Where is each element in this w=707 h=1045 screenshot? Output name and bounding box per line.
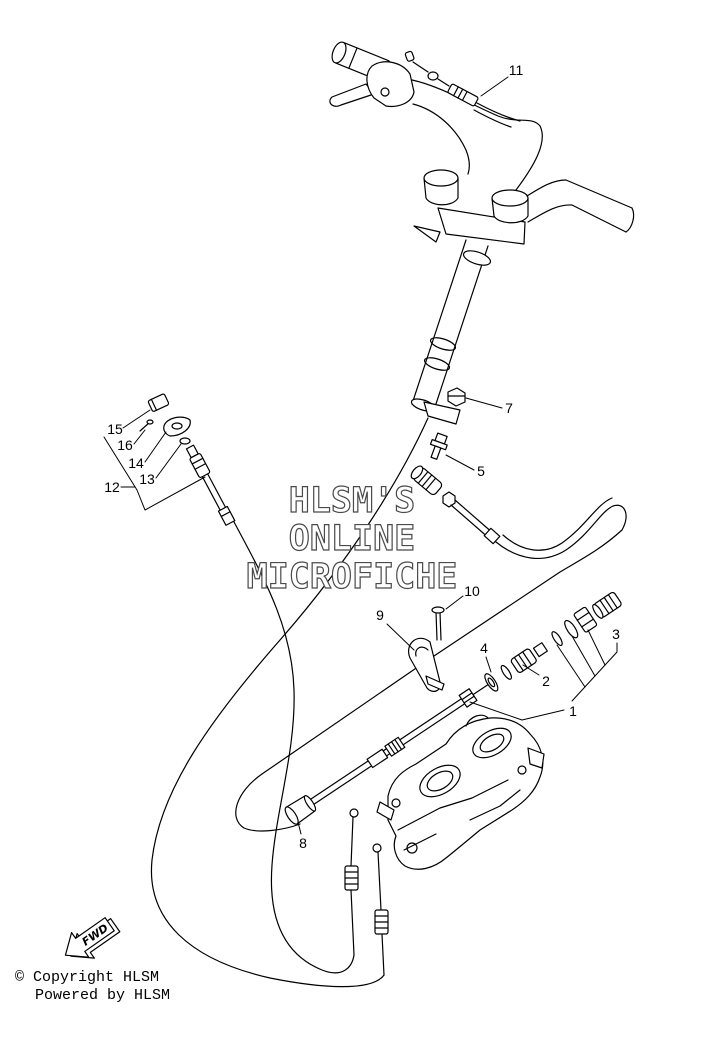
part-9-clamp — [408, 637, 445, 692]
callout-7[interactable]: 7 — [505, 400, 513, 416]
handlebar-tab — [413, 225, 441, 243]
leader-branch-ring-b — [556, 644, 586, 688]
choke-cable-assembly — [284, 591, 622, 825]
watermark-line-1: HLSM'S — [289, 481, 415, 521]
cables — [150, 417, 627, 988]
assembly-hex-nut — [573, 606, 598, 633]
callout-13[interactable]: 13 — [139, 471, 155, 487]
leader-line-12-to-cable — [136, 476, 206, 511]
column-collar-top — [462, 250, 492, 266]
leader-line-14 — [144, 431, 167, 463]
leader-line-13 — [155, 443, 182, 479]
callout-14[interactable]: 14 — [128, 455, 144, 471]
carburetor — [376, 714, 545, 870]
part-11-cable-end — [404, 50, 521, 128]
housing-screw — [380, 87, 390, 97]
watermark-line-3: MICROFICHE — [247, 557, 458, 597]
left-bar-bottom-edge — [412, 103, 470, 175]
watermark: HLSM'S ONLINE MICROFICHE — [246, 480, 458, 597]
throttle-cable-end — [410, 465, 501, 545]
column-band-lower — [423, 357, 451, 371]
callout-3[interactable]: 3 — [612, 626, 620, 642]
column-band-upper — [429, 337, 457, 351]
callout-5[interactable]: 5 — [477, 463, 485, 479]
part-16-screw — [139, 419, 154, 432]
part-3-cap — [592, 591, 622, 619]
callout-15[interactable]: 15 — [107, 421, 123, 437]
callouts: 11 7 5 15 16 14 13 12 10 9 4 3 2 1 8 — [104, 62, 620, 851]
right-bar-top-edge — [526, 179, 633, 209]
leader-branch-nut — [587, 629, 606, 666]
leader-line-4 — [485, 656, 492, 673]
handlebar — [329, 41, 635, 425]
handlebar-clamp-right — [491, 189, 529, 224]
watermark-line-2: ONLINE — [289, 519, 415, 559]
leader-line-8 — [297, 821, 302, 835]
part-14-plate — [163, 416, 191, 437]
copyright-text: © Copyright HLSM — [15, 969, 160, 986]
callout-2[interactable]: 2 — [542, 673, 550, 689]
leader-line-16 — [133, 429, 146, 445]
callout-10[interactable]: 10 — [464, 583, 480, 599]
leader-lines — [103, 76, 618, 835]
cable-hex-nut — [458, 688, 478, 708]
meter-cable-run — [232, 519, 355, 974]
callout-9[interactable]: 9 — [376, 607, 384, 623]
callout-4[interactable]: 4 — [480, 640, 488, 656]
leader-line-2 — [522, 664, 540, 676]
leader-line-15 — [122, 409, 151, 429]
callout-8[interactable]: 8 — [299, 835, 307, 851]
steering-column-right-edge — [433, 245, 489, 411]
part-7-nut — [447, 387, 466, 407]
carb-cable-end-2 — [372, 843, 389, 976]
cable-ribbed-sleeve — [384, 736, 406, 757]
leader-line-3 — [571, 642, 618, 702]
leader-line-11 — [480, 76, 509, 97]
handlebar-clamp-left — [423, 169, 459, 206]
throttle-lever — [329, 83, 375, 107]
callout-12[interactable]: 12 — [104, 479, 120, 495]
column-bracket — [423, 401, 461, 425]
cable-from-column — [150, 417, 429, 988]
callout-16[interactable]: 16 — [117, 437, 133, 453]
leader-line-1 — [469, 701, 565, 721]
right-bar-cut-end — [625, 207, 635, 233]
part-12-meter-cable — [185, 444, 236, 526]
leader-branch-ring-a — [571, 635, 596, 677]
part-8-boot — [284, 795, 317, 825]
right-bar-bottom-edge — [527, 204, 627, 233]
leader-line-5 — [445, 454, 475, 471]
part-5-fitting — [429, 432, 448, 460]
leader-line-10 — [445, 595, 464, 610]
fwd-arrow-icon: FWD — [64, 917, 121, 959]
part-2-coupler — [510, 642, 548, 673]
throttle-cable-loop — [235, 504, 627, 832]
callout-1[interactable]: 1 — [569, 703, 577, 719]
throttle-cable-loop-inner — [502, 497, 613, 551]
powered-by-text: Powered by HLSM — [35, 987, 171, 1004]
callout-11[interactable]: 11 — [509, 62, 524, 78]
part-15-clip — [147, 393, 170, 412]
carb-cable-end-1 — [344, 808, 359, 956]
leader-line-9 — [386, 623, 415, 651]
steering-column-left-edge — [411, 239, 467, 405]
group-bracket-12 — [103, 436, 138, 491]
part-10-screw — [431, 606, 445, 641]
switch-housing — [366, 61, 415, 108]
part-13-oring — [179, 437, 191, 445]
part-4-ring — [484, 673, 499, 692]
leader-line-7 — [465, 397, 503, 409]
